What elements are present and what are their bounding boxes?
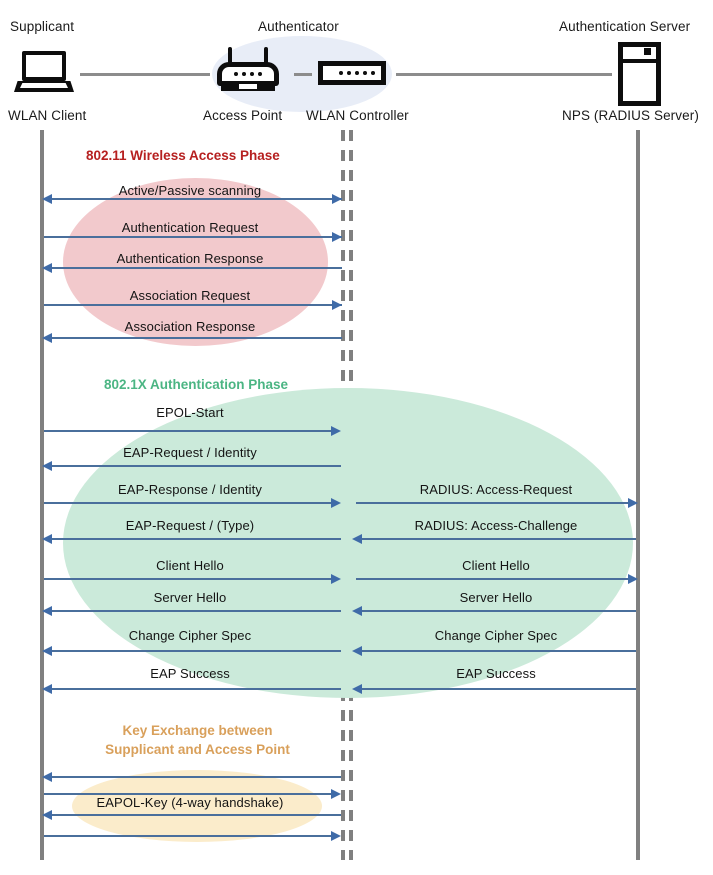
message-label: Active/Passive scanning — [118, 183, 262, 198]
message-arrow-head-right — [352, 606, 362, 616]
access-point-icon — [217, 47, 279, 93]
actor-role-authentication-server: Authentication Server — [559, 19, 691, 34]
message-arrow-head — [42, 684, 52, 694]
wire-ap-controller — [294, 73, 312, 76]
actor-device-access-point: Access Point — [203, 108, 283, 123]
message-arrow-line — [44, 578, 334, 580]
message-arrow-line — [44, 304, 342, 306]
message-label: Change Cipher Spec — [128, 628, 252, 643]
message-label-right: RADIUS: Access-Request — [419, 482, 573, 497]
phase-key-exchange-title-line2: Supplicant and Access Point — [105, 742, 290, 757]
actor-device-nps-radius-server: NPS (RADIUS Server) — [562, 108, 699, 123]
message-label-right: Change Cipher Spec — [434, 628, 558, 643]
message-arrow-line — [44, 835, 334, 837]
message-label: EAP-Request / (Type) — [125, 518, 255, 533]
message-label: EAP-Response / Identity — [118, 482, 262, 497]
phase-802-11-title: 802.11 Wireless Access Phase — [86, 148, 280, 163]
message-label: Server Hello — [153, 590, 227, 605]
message-label-eapol-key: EAPOL-Key (4-way handshake) — [96, 795, 284, 810]
phase-802-1x-title: 802.1X Authentication Phase — [104, 377, 289, 392]
message-arrow-line — [44, 337, 342, 339]
wire-client-ap — [80, 73, 210, 76]
actor-device-wlan-client: WLAN Client — [8, 108, 87, 123]
message-arrow-head — [332, 194, 342, 204]
message-arrow-head-right — [628, 498, 638, 508]
message-arrow-line — [44, 688, 341, 690]
message-arrow-line-right — [358, 538, 636, 540]
actor-role-authenticator: Authenticator — [258, 19, 339, 34]
message-arrow-head-right — [352, 646, 362, 656]
phase-key-exchange-title-line1: Key Exchange between — [122, 723, 273, 738]
message-arrow-head — [331, 831, 341, 841]
message-label-right: Client Hello — [462, 558, 530, 573]
message-label: EPOL-Start — [156, 405, 224, 420]
message-label-right: Server Hello — [459, 590, 533, 605]
message-arrow-line-right — [358, 610, 636, 612]
message-label: Authentication Request — [121, 220, 259, 235]
message-arrow-head — [42, 606, 52, 616]
wire-controller-server — [396, 73, 612, 76]
message-arrow-line — [44, 793, 334, 795]
phase-802-1x-blob — [63, 388, 633, 698]
wlan-controller-icon — [318, 61, 386, 85]
message-label: Association Response — [124, 319, 256, 334]
message-arrow-head-right — [352, 534, 362, 544]
message-arrow-head — [331, 789, 341, 799]
message-arrow-head — [42, 333, 52, 343]
message-arrow-head — [42, 263, 52, 273]
message-arrow-line — [44, 267, 342, 269]
message-arrow-line-right — [358, 688, 636, 690]
server-icon — [618, 42, 661, 106]
message-arrow-head-right — [628, 574, 638, 584]
message-arrow-line-right — [356, 578, 629, 580]
message-arrow-line — [44, 776, 341, 778]
message-arrow-line — [44, 465, 341, 467]
message-label: EAP Success — [150, 666, 230, 681]
phase-802-11-blob — [63, 178, 328, 346]
message-label: Client Hello — [156, 558, 224, 573]
message-label-right: RADIUS: Access-Challenge — [414, 518, 578, 533]
message-arrow-line — [44, 610, 341, 612]
message-arrow-head — [42, 810, 52, 820]
message-arrow-line — [44, 236, 342, 238]
message-label: Authentication Response — [116, 251, 264, 266]
message-arrow-head — [332, 232, 342, 242]
message-label: Association Request — [129, 288, 251, 303]
message-arrow-head — [331, 426, 341, 436]
message-label: EAP-Request / Identity — [123, 445, 257, 460]
message-arrow-line — [44, 814, 341, 816]
message-arrow-line-right — [358, 650, 636, 652]
actor-role-supplicant: Supplicant — [10, 19, 75, 34]
message-arrow-head — [42, 772, 52, 782]
message-arrow-head — [42, 534, 52, 544]
message-arrow-head — [331, 498, 341, 508]
message-arrow-head — [42, 461, 52, 471]
message-label-right: EAP Success — [456, 666, 536, 681]
message-arrow-head-right — [352, 684, 362, 694]
message-arrow-head — [331, 574, 341, 584]
lifeline-authentication-server — [636, 130, 640, 860]
lifeline-supplicant — [40, 130, 44, 860]
message-arrow-line — [44, 430, 334, 432]
message-arrow-head — [42, 194, 52, 204]
message-arrow-line — [44, 650, 341, 652]
message-arrow-line-right — [356, 502, 629, 504]
message-arrow-line — [44, 538, 341, 540]
message-arrow-line — [44, 198, 342, 200]
message-arrow-line — [44, 502, 334, 504]
laptop-icon — [14, 51, 74, 93]
phase-key-exchange-blob — [72, 770, 322, 842]
message-arrow-head — [42, 646, 52, 656]
message-arrow-head — [332, 300, 342, 310]
actor-device-wlan-controller: WLAN Controller — [306, 108, 409, 123]
